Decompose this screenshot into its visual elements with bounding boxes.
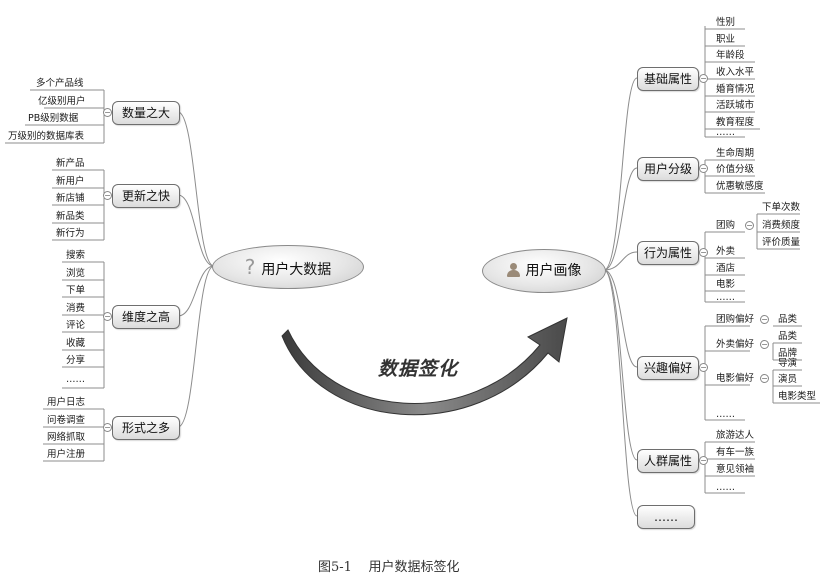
- list-item: 新产品: [56, 158, 85, 169]
- list-item: 分享: [66, 355, 86, 366]
- list-item: 万级别的数据库表: [8, 131, 85, 142]
- list-item: 新品类: [56, 211, 85, 222]
- transform-arrow: [281, 317, 568, 416]
- banner-text: 数据签化: [378, 358, 459, 380]
- collapse-icon[interactable]: −: [103, 423, 112, 432]
- collapse-icon[interactable]: −: [760, 374, 769, 383]
- sub-branch-label: 团购偏好: [716, 314, 755, 325]
- list-item: 生命周期: [716, 148, 755, 159]
- list-item: 性别: [716, 17, 736, 28]
- list-item: 电影: [716, 279, 736, 290]
- branch-quantity[interactable]: 数量之大: [112, 101, 180, 125]
- list-item: 品类: [778, 314, 798, 325]
- list-item: 职业: [716, 34, 736, 45]
- right-center-node: 用户画像: [482, 249, 606, 293]
- list-item: ……: [716, 409, 735, 420]
- list-item: 评论: [66, 320, 86, 331]
- right-center-label: 用户画像: [525, 263, 582, 279]
- left-center-node: ? 用户大数据: [212, 245, 364, 289]
- collapse-icon[interactable]: −: [699, 164, 708, 173]
- list-item: 电影类型: [778, 391, 817, 402]
- branch-interests[interactable]: 兴趣偏好: [637, 356, 699, 380]
- list-item: ……: [716, 292, 735, 303]
- left-center-label: 用户大数据: [261, 262, 332, 278]
- list-item: ……: [716, 127, 735, 138]
- list-item: 年龄段: [716, 50, 745, 61]
- list-item: 旅游达人: [716, 430, 755, 441]
- list-item: 教育程度: [716, 117, 755, 128]
- collapse-icon[interactable]: −: [699, 363, 708, 372]
- list-item: 网络抓取: [47, 432, 86, 443]
- branch-behavior[interactable]: 行为属性: [637, 241, 699, 265]
- collapse-icon[interactable]: −: [103, 312, 112, 321]
- list-item: 意见领袖: [716, 464, 755, 475]
- list-item: 下单: [66, 285, 86, 296]
- list-item: 消费: [66, 303, 86, 314]
- branch-speed[interactable]: 更新之快: [112, 184, 180, 208]
- sub-branch-label: 电影偏好: [716, 373, 755, 384]
- branch-format[interactable]: 形式之多: [112, 416, 180, 440]
- list-item: 多个产品线: [36, 78, 84, 89]
- branch-crowd-attributes[interactable]: 人群属性: [637, 449, 699, 473]
- sub-branch-label: 团购: [716, 220, 736, 231]
- list-item: 价值分级: [716, 164, 755, 175]
- list-item: 有车一族: [716, 447, 755, 458]
- list-item: 新用户: [56, 176, 85, 187]
- list-item: 用户注册: [47, 449, 86, 460]
- list-item: 新行为: [56, 228, 85, 239]
- list-item: 问卷调查: [47, 415, 86, 426]
- branch-basic-attributes[interactable]: 基础属性: [637, 67, 699, 91]
- list-item: 亿级别用户: [38, 96, 86, 107]
- collapse-icon[interactable]: −: [745, 221, 754, 230]
- collapse-icon[interactable]: −: [760, 315, 769, 324]
- collapse-icon[interactable]: −: [699, 456, 708, 465]
- list-item: ……: [66, 374, 85, 385]
- branch-dimension[interactable]: 维度之高: [112, 305, 180, 329]
- list-item: PB级别数据: [28, 113, 79, 124]
- user-silhouette-icon: [506, 263, 520, 277]
- figure-caption: 图5-1 用户数据标签化: [318, 560, 460, 575]
- list-item: 消费频度: [762, 220, 801, 231]
- list-item: 下单次数: [762, 202, 801, 213]
- list-item: 新店铺: [56, 193, 85, 204]
- collapse-icon[interactable]: −: [699, 74, 708, 83]
- list-item: 评价质量: [762, 237, 801, 248]
- list-item: 品类: [778, 331, 798, 342]
- list-item: ……: [716, 482, 735, 493]
- list-item: 用户日志: [47, 397, 86, 408]
- list-item: 酒店: [716, 263, 736, 274]
- list-item: 浏览: [66, 268, 86, 279]
- branch-user-tier[interactable]: 用户分级: [637, 157, 699, 181]
- list-item: 导演: [778, 358, 798, 369]
- list-item: 优惠敏感度: [716, 181, 764, 192]
- branch-more[interactable]: ……: [637, 505, 695, 529]
- sub-branch-label: 外卖偏好: [716, 339, 755, 350]
- collapse-icon[interactable]: −: [103, 191, 112, 200]
- list-item: 外卖: [716, 246, 736, 257]
- list-item: 活跃城市: [716, 100, 755, 111]
- list-item: 演员: [778, 374, 798, 385]
- collapse-icon[interactable]: −: [103, 108, 112, 117]
- collapse-icon[interactable]: −: [699, 248, 708, 257]
- collapse-icon[interactable]: −: [760, 340, 769, 349]
- question-mark-icon: ?: [244, 255, 256, 279]
- list-item: 品牌: [778, 348, 798, 359]
- list-item: 婚育情况: [716, 84, 755, 95]
- list-item: 搜索: [66, 250, 86, 261]
- list-item: 收入水平: [716, 67, 755, 78]
- list-item: 收藏: [66, 338, 86, 349]
